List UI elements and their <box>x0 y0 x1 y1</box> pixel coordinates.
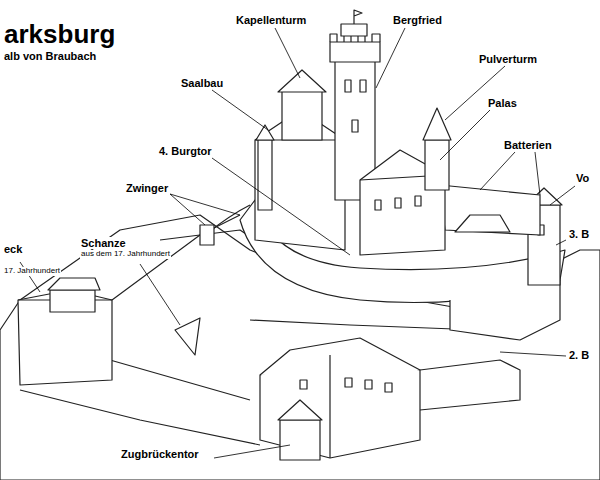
title: arksburg <box>3 20 116 49</box>
subtitle: alb von Braubach <box>3 50 97 62</box>
part-label: Bergfried <box>392 14 443 26</box>
part-label: 4. Burgtor <box>158 145 213 157</box>
part-label: Batterien <box>503 139 553 151</box>
part-label: 3. B <box>568 228 590 240</box>
part-label: Saalbau <box>180 77 224 89</box>
part-label: Schanze <box>80 237 127 249</box>
note: 17. Jahrhundert <box>3 267 61 276</box>
part-label: Palas <box>487 97 518 109</box>
part-label: Zwinger <box>125 182 169 194</box>
note: aus dem 17. Jahrhundert <box>80 250 171 259</box>
part-label: Pulverturm <box>478 53 538 65</box>
part-label: 2. B <box>568 349 590 361</box>
part-label: eck <box>3 243 23 255</box>
part-label: Vo <box>575 172 590 184</box>
part-label: Kapellenturm <box>235 14 307 26</box>
part-label: Zugbrückentor <box>120 448 200 460</box>
